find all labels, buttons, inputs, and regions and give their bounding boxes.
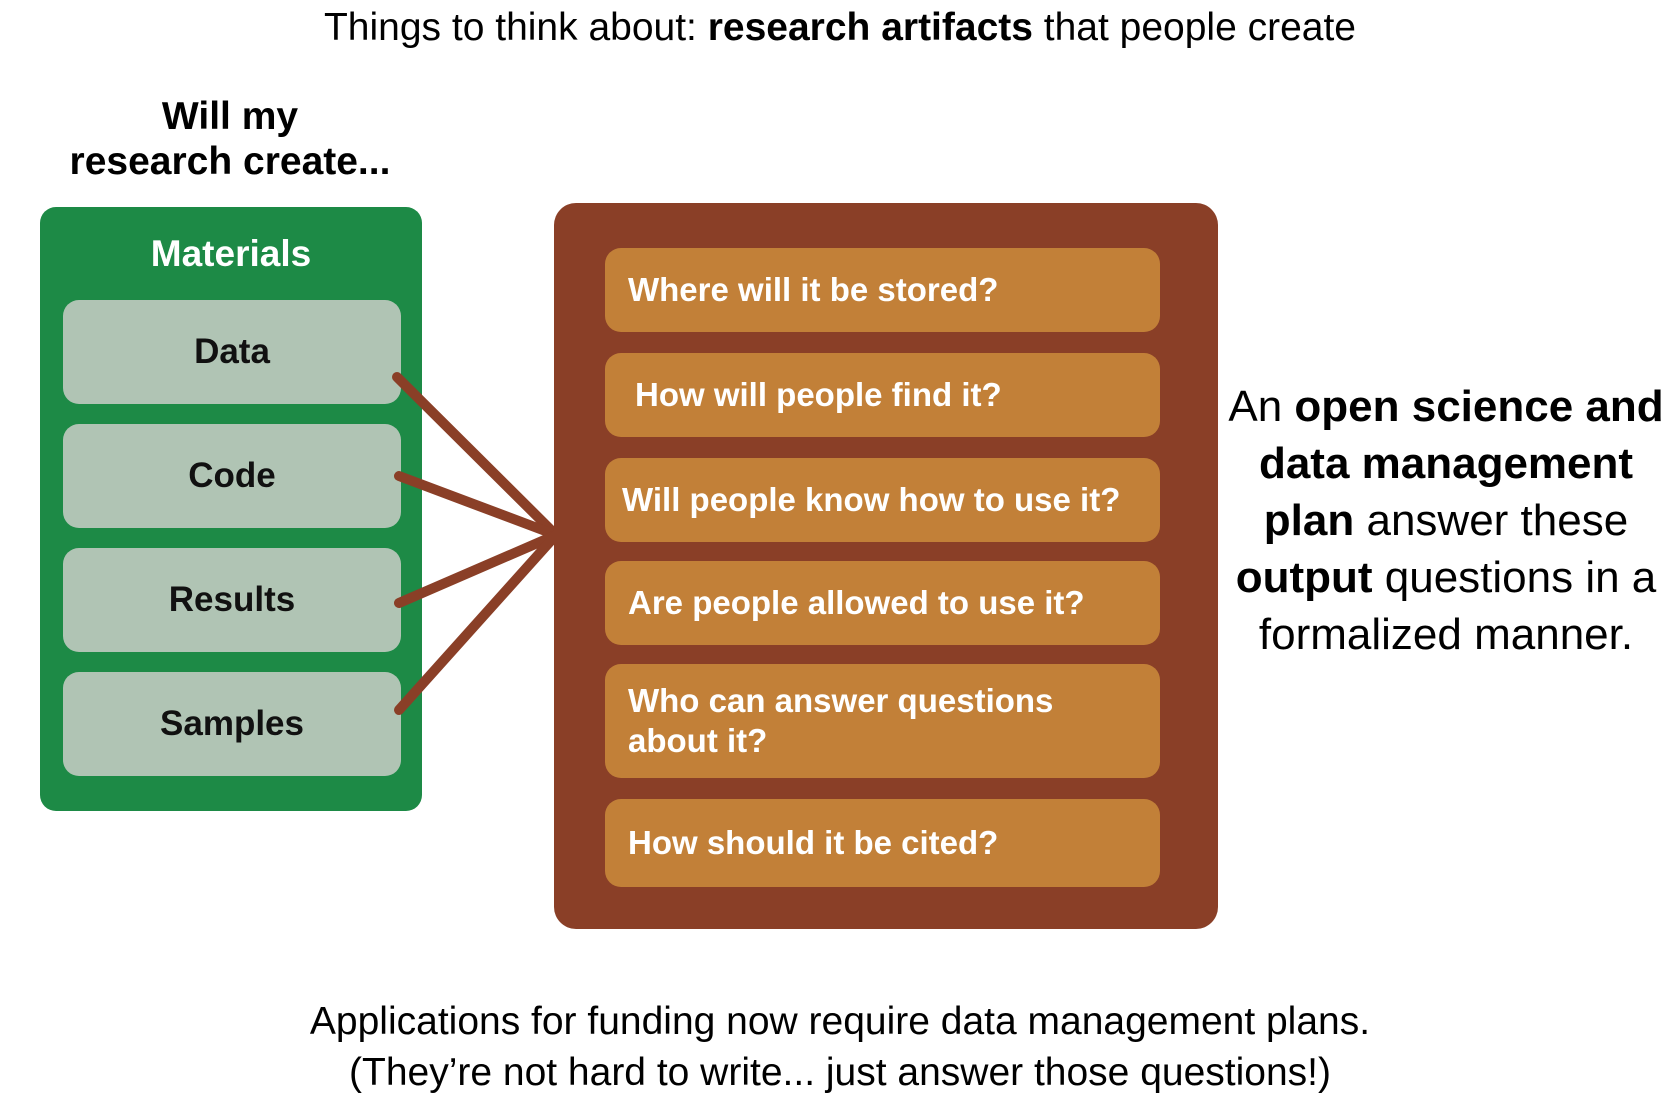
question-item-answer: Who can answer questions about it? [605,664,1160,778]
footer-line1: Applications for funding now require dat… [309,1000,1371,1043]
title-suffix: that people create [1032,6,1357,49]
material-item-data: Data [63,300,401,404]
connector-line-code [394,471,561,540]
question-item-allowed: Are people allowed to use it? [605,561,1160,645]
materials-box: Materials Data Code Results Samples [40,207,422,811]
material-item-results: Results [63,548,401,652]
plan-text-bold1: open science and data management plan [1258,382,1664,545]
questions-box: Where will it be stored? How will people… [554,203,1218,929]
plan-text-part2: answer these [1354,496,1629,545]
question-item-find: How will people find it? [605,353,1160,437]
plan-text: An open science and data management plan… [1226,378,1666,663]
title-bold: research artifacts [707,6,1033,49]
question-item-use: Will people know how to use it? [605,458,1160,542]
plan-text-part1: An [1228,382,1295,431]
footer-line2: (They’re not hard to write... just answe… [349,1051,1331,1094]
question-item-cited: How should it be cited? [605,799,1160,887]
plan-text-bold2: output [1235,553,1373,602]
page-title: Things to think about: research artifact… [0,4,1680,52]
connector-line-samples [394,530,561,715]
footer-note: Applications for funding now require dat… [0,996,1680,1098]
question-heading-line2: research create... [69,140,391,183]
question-heading: Will my research create... [40,94,420,184]
question-item-stored: Where will it be stored? [605,248,1160,332]
material-item-code: Code [63,424,401,528]
materials-title: Materials [150,233,312,274]
question-heading-line1: Will my [161,95,299,138]
plan-text-part3: questions in a formalized manner. [1258,553,1657,659]
title-prefix: Things to think about: [323,6,708,49]
connector-line-results [394,530,561,608]
material-item-samples: Samples [63,672,401,776]
